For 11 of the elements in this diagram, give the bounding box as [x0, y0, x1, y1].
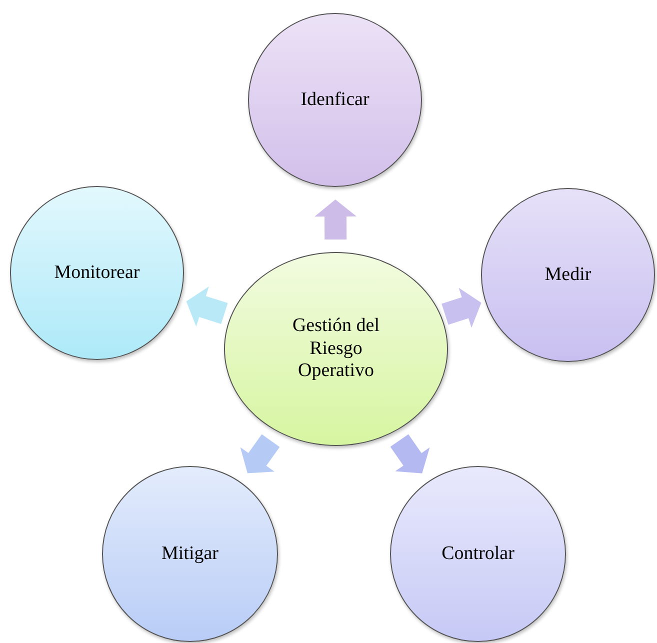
node-label: Medir — [544, 264, 592, 286]
node-label: Idenficar — [300, 88, 370, 112]
node-label: Mitigar — [162, 542, 218, 566]
block-arrow — [390, 434, 430, 474]
block-arrow — [240, 434, 280, 474]
node-label: Controlar — [442, 542, 514, 566]
block-arrow — [442, 288, 482, 328]
block-arrow — [186, 286, 228, 327]
block-arrow — [314, 200, 356, 240]
node-label: Gestión del Riesgo Operativo — [291, 314, 381, 384]
node-label: Monitorear — [54, 262, 140, 284]
